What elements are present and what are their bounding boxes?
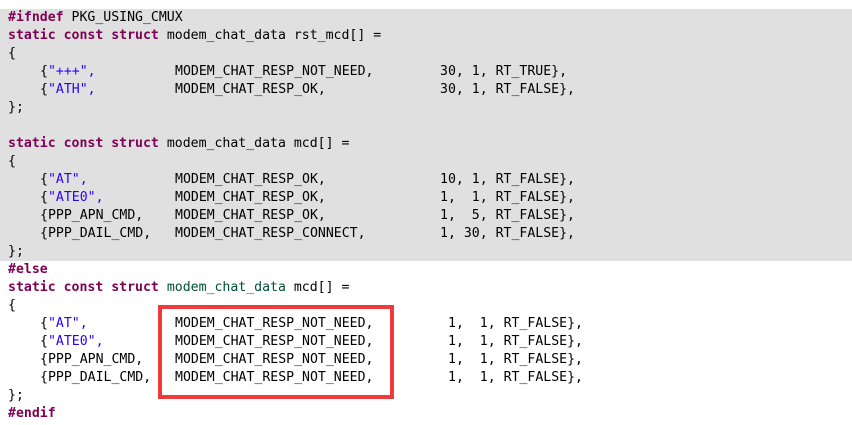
- row-resp: MODEM_CHAT_RESP_CONNECT,: [175, 226, 366, 241]
- row-args: 1, 1, RT_FALSE},: [440, 190, 575, 205]
- row-cmd: {PPP_DAIL_CMD,: [40, 226, 152, 241]
- cmd-identifier: PPP_APN_CMD,: [47, 208, 144, 223]
- declaration: modem_chat_data mcd[] =: [166, 136, 350, 151]
- code-row: {PPP_APN_CMD, MODEM_CHAT_RESP_OK, 1, 5, RT…: [8, 207, 575, 225]
- code-row: {"ATH", MODEM_CHAT_RESP_OK, 30, 1, RT_FALS…: [8, 81, 575, 99]
- row-resp: MODEM_CHAT_RESP_OK,: [175, 190, 326, 205]
- macro-name: PKG_USING_CMUX: [71, 10, 183, 25]
- row-args: 1, 1, RT_FALSE},: [448, 370, 583, 385]
- row-resp: MODEM_CHAT_RESP_NOT_NEED,: [175, 64, 374, 79]
- code-line-mcd-decl: static const struct modem_chat_data mcd[…: [8, 135, 381, 153]
- code-line-open-brace: {: [8, 153, 381, 171]
- code-line-ifndef: #ifndef PKG_USING_CMUX: [8, 9, 381, 27]
- code-row: {"AT", MODEM_CHAT_RESP_OK, 10, 1, RT_FALSE…: [8, 171, 575, 189]
- cmd-string: "ATH",: [47, 82, 96, 97]
- inactive-code-highlight: [0, 9, 852, 261]
- row-args: 30, 1, RT_FALSE},: [440, 82, 575, 97]
- row-args: 1, 5, RT_FALSE},: [440, 208, 575, 223]
- brace: {: [8, 298, 16, 313]
- row-resp: MODEM_CHAT_RESP_OK,: [175, 82, 326, 97]
- row-cmd: {"ATE0",: [40, 334, 104, 349]
- row-args: 30, 1, RT_TRUE},: [440, 64, 568, 79]
- code-line-rst-decl: static const struct modem_chat_data rst_…: [8, 27, 381, 45]
- type-name: modem_chat_data: [166, 280, 286, 295]
- row-cmd: {PPP_APN_CMD,: [40, 352, 144, 367]
- code-line-else: #else: [8, 261, 381, 279]
- cmd-identifier: PPP_APN_CMD,: [47, 352, 144, 367]
- code-editor[interactable]: #ifndef PKG_USING_CMUX static const stru…: [8, 9, 583, 423]
- row-args: 1, 1, RT_FALSE},: [448, 316, 583, 331]
- preprocessor-directive: #ifndef: [8, 10, 64, 25]
- brace: };: [8, 388, 24, 403]
- code-row: {PPP_APN_CMD, MODEM_CHAT_RESP_NOT_NEED, 1,…: [8, 351, 583, 369]
- row-args: 1, 30, RT_FALSE},: [440, 226, 575, 241]
- cmd-identifier: PPP_DAIL_CMD,: [47, 226, 152, 241]
- declaration: mcd[] =: [293, 280, 350, 295]
- row-cmd: {"+++",: [40, 64, 96, 79]
- row-resp: MODEM_CHAT_RESP_NOT_NEED,: [175, 370, 374, 385]
- code-row: {"ATE0", MODEM_CHAT_RESP_NOT_NEED, 1, 1, R…: [8, 333, 583, 351]
- code-line-open-brace: {: [8, 297, 381, 315]
- keyword: static const struct: [8, 280, 159, 295]
- cmd-string: "AT",: [47, 172, 88, 187]
- row-resp: MODEM_CHAT_RESP_NOT_NEED,: [175, 334, 374, 349]
- cmd-string: "+++",: [47, 64, 96, 79]
- code-row: {"AT", MODEM_CHAT_RESP_NOT_NEED, 1, 1, RT_…: [8, 315, 583, 333]
- code-line-close-brace: };: [8, 387, 381, 405]
- code-row: {PPP_DAIL_CMD, MODEM_CHAT_RESP_NOT_NEED, 1…: [8, 369, 583, 387]
- preprocessor-directive: #else: [8, 262, 48, 277]
- code-row: {PPP_DAIL_CMD, MODEM_CHAT_RESP_CONNECT, 1,…: [8, 225, 575, 243]
- row-cmd: {"ATH",: [40, 82, 96, 97]
- declaration: modem_chat_data rst_mcd[] =: [166, 28, 382, 43]
- row-resp: MODEM_CHAT_RESP_NOT_NEED,: [175, 316, 374, 331]
- code-line-endif: #endif: [8, 405, 381, 423]
- annotation-highlight-box: [158, 305, 394, 399]
- preprocessor-directive: #endif: [8, 406, 56, 421]
- row-resp: MODEM_CHAT_RESP_OK,: [175, 172, 326, 187]
- code-line-close-brace: };: [8, 243, 381, 261]
- code-line-close-brace: };: [8, 99, 381, 117]
- row-cmd: {PPP_DAIL_CMD,: [40, 370, 152, 385]
- row-args: 1, 1, RT_FALSE},: [448, 352, 583, 367]
- code-row: {"ATE0", MODEM_CHAT_RESP_OK, 1, 1, RT_FALS…: [8, 189, 575, 207]
- keyword: static const struct: [8, 28, 159, 43]
- cmd-string: "ATE0",: [47, 190, 104, 205]
- cmd-identifier: PPP_DAIL_CMD,: [47, 370, 152, 385]
- brace: };: [8, 100, 24, 115]
- row-args: 1, 1, RT_FALSE},: [448, 334, 583, 349]
- row-cmd: {PPP_APN_CMD,: [40, 208, 144, 223]
- brace: };: [8, 244, 24, 259]
- row-args: 10, 1, RT_FALSE},: [440, 172, 575, 187]
- code-line-blank: [8, 117, 381, 135]
- code-line-else-decl: static const struct modem_chat_data mcd[…: [8, 279, 381, 297]
- cmd-string: "ATE0",: [47, 334, 104, 349]
- row-cmd: {"AT",: [40, 316, 88, 331]
- brace: {: [8, 46, 16, 61]
- row-resp: MODEM_CHAT_RESP_NOT_NEED,: [175, 352, 374, 367]
- row-cmd: {"AT",: [40, 172, 88, 187]
- keyword: static const struct: [8, 136, 159, 151]
- code-row: {"+++", MODEM_CHAT_RESP_NOT_NEED, 30, 1, R…: [8, 63, 567, 81]
- cmd-string: "AT",: [47, 316, 88, 331]
- code-line-open-brace: {: [8, 45, 381, 63]
- brace: {: [8, 154, 16, 169]
- row-cmd: {"ATE0",: [40, 190, 104, 205]
- row-resp: MODEM_CHAT_RESP_OK,: [175, 208, 326, 223]
